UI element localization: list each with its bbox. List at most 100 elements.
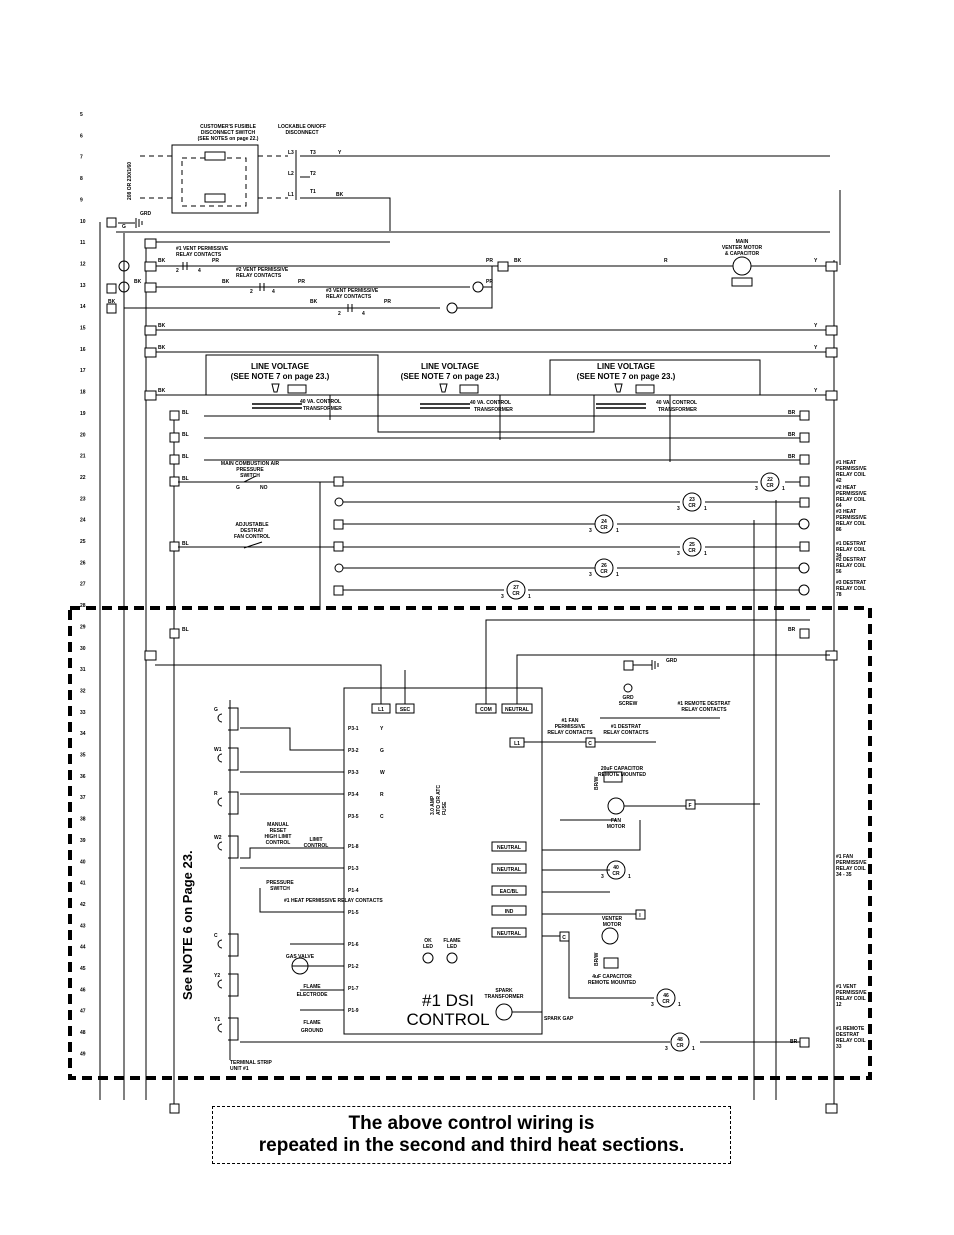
- terminal-circle: [106, 283, 117, 294]
- vent-permissive-contacts: #1 VENT PERMISSIVE RELAY CONTACTS #2 VEN…: [176, 246, 379, 317]
- line-number: 22: [80, 475, 86, 481]
- svg-text:HIGH LIMIT: HIGH LIMIT: [265, 834, 292, 840]
- neutral-terminal-label: NEUTRAL: [497, 867, 521, 873]
- neutral-terminal: [491, 905, 527, 916]
- neutral-terminal-label: IND: [505, 909, 514, 915]
- svg-text:F: F: [688, 803, 691, 809]
- line-number: 9: [80, 197, 83, 203]
- relay-pin-label: 1: [616, 572, 619, 578]
- svg-text:PR: PR: [212, 258, 219, 264]
- relay-coil-description-line: #2 DESTRAT: [836, 557, 866, 563]
- relay-coil-description-line: 64: [836, 503, 842, 509]
- svg-text:PR: PR: [384, 299, 391, 305]
- svg-text:PERMISSIVE: PERMISSIVE: [555, 724, 586, 730]
- svg-text:#3 VENT PERMISSIVE: #3 VENT PERMISSIVE: [326, 288, 379, 294]
- relay-coil-number: 46: [663, 993, 669, 999]
- relay-pin-label: 3: [665, 1046, 668, 1052]
- fuse-symbol: [204, 151, 226, 161]
- node-a: [446, 302, 458, 314]
- line-number: 10: [80, 219, 86, 225]
- line-number: 28: [80, 603, 86, 609]
- strip-terminal: [228, 933, 239, 957]
- p3-terminal-label: P3-2: [348, 748, 359, 754]
- relay-coil-number: 22: [767, 477, 773, 483]
- relay-coil-circle: [760, 472, 780, 492]
- line-number: 19: [80, 411, 86, 417]
- svg-text:SCREW: SCREW: [619, 701, 638, 707]
- svg-text:FLAME: FLAME: [303, 984, 321, 990]
- svg-text:(SEE NOTE 7 on page 23.): (SEE NOTE 7 on page 23.): [401, 372, 500, 381]
- svg-text:#1 DESTRAT: #1 DESTRAT: [611, 724, 641, 730]
- relay-coil-number: 27: [513, 585, 519, 591]
- svg-text:DISCONNECT SWITCH: DISCONNECT SWITCH: [201, 130, 256, 136]
- relay-coil-description-line: RELAY COIL: [836, 472, 866, 478]
- line-number: 36: [80, 774, 86, 780]
- svg-text:LIMIT: LIMIT: [309, 837, 322, 843]
- relay-coil-description-line: DESTRAT: [836, 1032, 859, 1038]
- svg-text:SEC: SEC: [400, 707, 411, 713]
- p1-terminal-label: P1-4: [348, 888, 359, 894]
- switch-terminal-labels: T3 T2 T1 L3 L2 L1: [288, 150, 316, 198]
- relay-coil-description-line: #2 HEAT: [836, 485, 856, 491]
- strip-terminal: [228, 1017, 239, 1041]
- svg-text:Y: Y: [814, 345, 818, 351]
- svg-text:Y: Y: [814, 258, 818, 264]
- terminal-strip-label: TERMINAL STRIP UNIT #1: [230, 1060, 273, 1072]
- line-number: 27: [80, 582, 86, 588]
- l3-terminal-group: [169, 261, 838, 1114]
- svg-text:SWITCH: SWITCH: [270, 886, 290, 892]
- strip-terminal: [228, 973, 239, 997]
- p3-terminal-letter: W: [380, 770, 385, 776]
- strip-terminal-loop: [217, 797, 223, 807]
- svg-text:RELAY CONTACTS: RELAY CONTACTS: [326, 294, 372, 300]
- note-line-2: repeated in the second and third heat se…: [258, 1135, 685, 1156]
- svg-text:2: 2: [338, 311, 341, 317]
- svg-text:NO: NO: [260, 485, 268, 491]
- svg-text:4: 4: [272, 289, 275, 295]
- relay-coil-description-line: 34 - 35: [836, 872, 852, 878]
- svg-text:BK: BK: [134, 279, 142, 285]
- line-number: 12: [80, 262, 86, 268]
- line-number: 33: [80, 710, 86, 716]
- svg-text:4: 4: [362, 311, 365, 317]
- svg-text:VENTER MOTOR: VENTER MOTOR: [722, 245, 763, 251]
- p3-terminal-letter: R: [380, 792, 384, 798]
- svg-text:BK: BK: [158, 388, 166, 394]
- svg-text:#2 VENT PERMISSIVE: #2 VENT PERMISSIVE: [236, 267, 289, 273]
- svg-text:L1: L1: [378, 707, 384, 713]
- relay-coil-description-line: 33: [836, 1044, 842, 1050]
- svg-text:BK: BK: [222, 279, 230, 285]
- relay-coil-description-line: PERMISSIVE: [836, 515, 867, 521]
- main-venter-motor: MAIN VENTER MOTOR & CAPACITOR: [722, 239, 763, 287]
- svg-text:L3: L3: [288, 150, 294, 156]
- svg-text:MAIN: MAIN: [736, 239, 749, 245]
- svg-text:#1 REMOTE DESTRAT: #1 REMOTE DESTRAT: [678, 701, 731, 707]
- svg-text:RELAY CONTACTS: RELAY CONTACTS: [547, 730, 593, 736]
- relay-coil-type: CR: [766, 483, 774, 489]
- relay-coil-description-line: RELAY COIL: [836, 586, 866, 592]
- line-number: 16: [80, 347, 86, 353]
- relay-coil-description-line: #1 FAN: [836, 854, 853, 860]
- line-number: 18: [80, 390, 86, 396]
- svg-text:MOTOR: MOTOR: [603, 922, 622, 928]
- line-number: 37: [80, 795, 86, 801]
- strip-terminal: [228, 707, 239, 731]
- neutral-terminal: [491, 841, 527, 852]
- svg-text:VENTER: VENTER: [602, 916, 623, 922]
- svg-text:BL: BL: [182, 541, 189, 547]
- relay-coil-description-line: #1 REMOTE: [836, 1026, 865, 1032]
- line-number: 32: [80, 689, 86, 695]
- p1-terminal-label: P1-6: [348, 942, 359, 948]
- relay-coil-number: 40: [613, 865, 619, 871]
- svg-text:LINE VOLTAGE: LINE VOLTAGE: [251, 362, 310, 371]
- svg-text:BR: BR: [788, 454, 796, 460]
- svg-text:BR: BR: [788, 432, 796, 438]
- svg-text:BR: BR: [788, 627, 796, 633]
- transformer-section-1: LINE VOLTAGE (SEE NOTE 7 on page 23.) 40…: [231, 362, 343, 412]
- p1-terminal-label: P1-3: [348, 866, 359, 872]
- svg-text:BK: BK: [158, 258, 166, 264]
- line-number: 49: [80, 1051, 86, 1057]
- svg-text:FAN CONTROL: FAN CONTROL: [234, 534, 270, 540]
- relay-coil-circle: [594, 514, 614, 534]
